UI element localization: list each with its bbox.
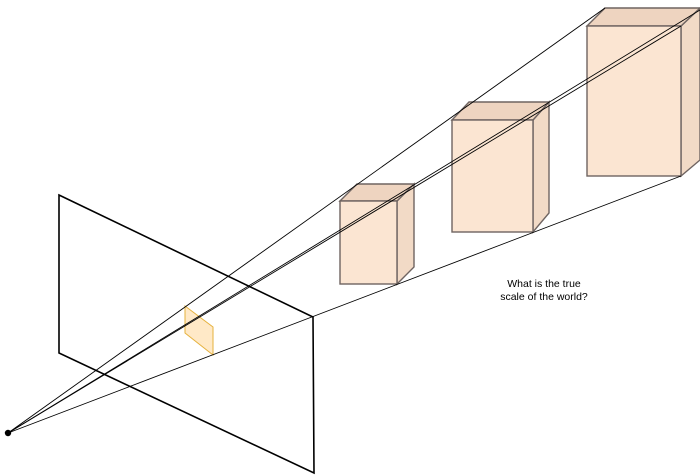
box-large-top	[585, 7, 700, 27]
ray-upper-diag	[7, 9, 700, 434]
camera-center-dot	[4, 429, 12, 437]
box-medium-side	[532, 100, 550, 234]
box-small-front	[339, 200, 398, 285]
projection-rays	[7, 7, 700, 434]
box-large	[585, 7, 700, 178]
box-large-side	[680, 7, 700, 178]
caption-line-1: What is the true	[507, 278, 581, 290]
box-small	[338, 182, 416, 286]
box-medium	[450, 100, 551, 234]
box-large-front	[586, 25, 682, 177]
ray-lower-diag	[7, 25, 682, 434]
caption-line-2: scale of the world?	[500, 291, 588, 303]
ray-bottom	[7, 175, 682, 434]
box-medium-front	[451, 119, 534, 233]
ray-upper-top	[7, 7, 606, 434]
projected-patch	[184, 305, 214, 357]
caption: What is the true scale of the world?	[478, 278, 610, 304]
